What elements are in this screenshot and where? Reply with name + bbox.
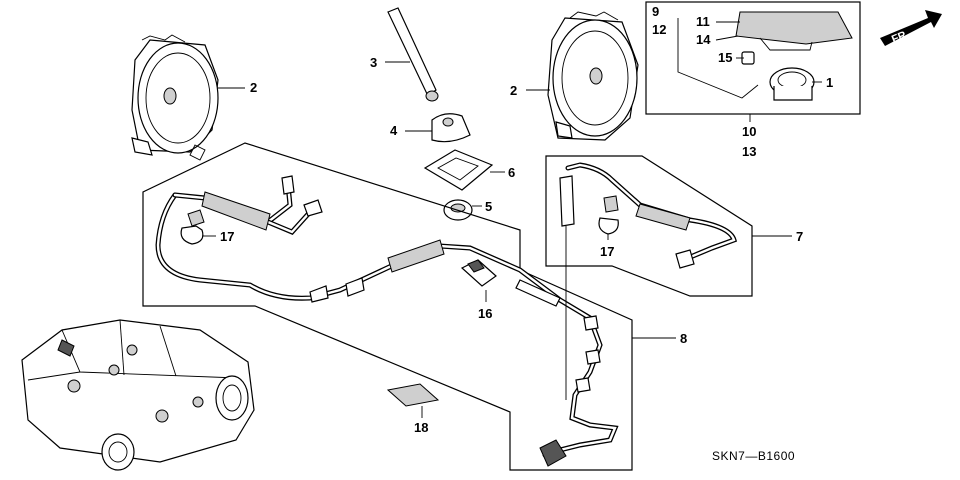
tweeter-unit[interactable]: [769, 67, 815, 101]
callout-15: 15: [718, 50, 732, 65]
callout-10: 10: [742, 124, 756, 139]
callout-3: 3: [370, 55, 377, 70]
cable-clamp-left[interactable]: [180, 209, 205, 245]
sub-antenna-cable[interactable]: [559, 162, 738, 269]
vehicle-location-diagram: [21, 319, 255, 471]
speaker-center[interactable]: [547, 11, 639, 141]
antenna-mast[interactable]: [387, 7, 439, 102]
callout-16: 16: [478, 306, 492, 321]
callout-6: 6: [508, 165, 515, 180]
protector-pad-18[interactable]: [386, 383, 440, 407]
front-direction-arrow: FR.: [880, 10, 942, 46]
tweeter-cover[interactable]: [735, 11, 853, 51]
callout-2-center: 2: [510, 83, 517, 98]
tweeter-assembly-box: [645, 1, 861, 115]
callout-1: 1: [826, 75, 833, 90]
callout-17-left: 17: [220, 229, 234, 244]
speaker-left[interactable]: [131, 34, 219, 161]
callout-5: 5: [485, 199, 492, 214]
callout-2-left: 2: [250, 80, 257, 95]
callout-4: 4: [390, 123, 398, 138]
antenna-feeder-cable[interactable]: [155, 175, 619, 467]
callout-8: 8: [680, 331, 687, 346]
diagram-code: SKN7—B1600: [712, 449, 795, 463]
callout-14: 14: [696, 32, 711, 47]
leader-14: [715, 35, 739, 41]
callout-7: 7: [796, 229, 803, 244]
callout-9: 9: [652, 4, 659, 19]
sub-cable-box-7: [545, 155, 753, 297]
antenna-base[interactable]: [431, 113, 471, 143]
callout-17-right: 17: [600, 244, 614, 259]
callout-18: 18: [414, 420, 428, 435]
cable-clamp-right[interactable]: [598, 195, 619, 235]
cable-bracket-16[interactable]: [460, 259, 497, 287]
feeder-box-8: [142, 142, 633, 471]
antenna-gasket[interactable]: [423, 149, 494, 191]
callout-13: 13: [742, 144, 756, 159]
callout-12: 12: [652, 22, 666, 37]
callout-11: 11: [696, 14, 710, 29]
